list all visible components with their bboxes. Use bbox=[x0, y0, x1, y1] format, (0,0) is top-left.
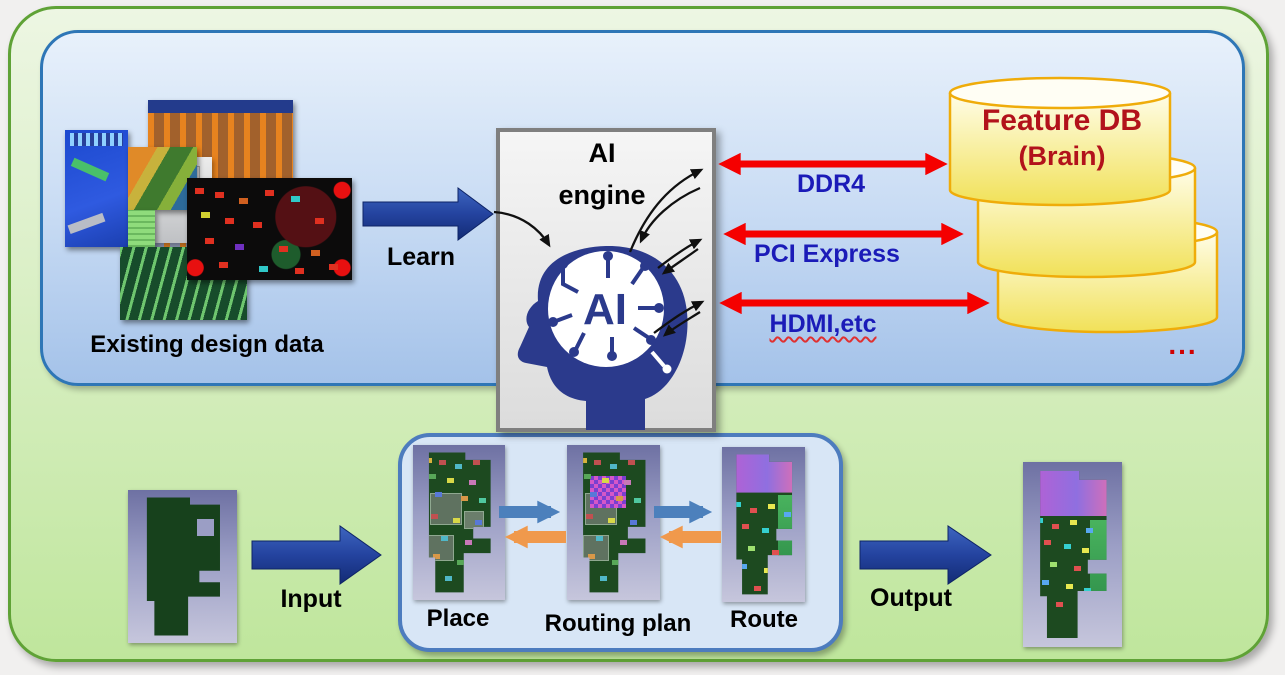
green-pcb-patch bbox=[128, 210, 155, 247]
routed-traces bbox=[736, 501, 741, 507]
existing-design-data-label: Existing design data bbox=[90, 331, 324, 358]
board-outline bbox=[736, 454, 793, 595]
pcb-components bbox=[195, 188, 204, 194]
route-stage-label: Route bbox=[730, 606, 798, 633]
pci-express-label: PCI Express bbox=[754, 240, 900, 268]
black-pcb-image bbox=[187, 178, 352, 280]
more-databases-ellipsis: ... bbox=[1168, 329, 1198, 360]
blue-pcb-image bbox=[65, 130, 128, 247]
chip bbox=[430, 492, 463, 525]
pcb-component bbox=[67, 213, 105, 235]
components bbox=[428, 457, 433, 463]
board-outline bbox=[583, 452, 646, 593]
ai-engine-title-line2: engine bbox=[558, 180, 646, 210]
place-stage-label: Place bbox=[426, 605, 490, 632]
chip bbox=[464, 510, 485, 529]
pcb-connector bbox=[70, 133, 123, 146]
multicolor-pcb-image bbox=[128, 147, 197, 210]
routing-plan-stage-label: Routing plan bbox=[544, 610, 692, 637]
chip bbox=[428, 534, 455, 561]
learn-label: Learn bbox=[386, 243, 456, 271]
routed-traces bbox=[1040, 517, 1043, 523]
input-board-image bbox=[128, 490, 237, 643]
routing-plan-stage-image bbox=[567, 445, 660, 600]
board-outline bbox=[428, 452, 491, 593]
output-board-image bbox=[1023, 462, 1122, 647]
pcb-trace bbox=[71, 157, 110, 182]
route-stage-image bbox=[722, 447, 805, 602]
place-stage-image bbox=[413, 445, 505, 600]
ddr4-label: DDR4 bbox=[796, 170, 866, 198]
ai-engine-title-line1: AI bbox=[588, 138, 616, 168]
chip bbox=[583, 534, 609, 561]
feature-db-subtitle: (Brain) bbox=[1018, 141, 1106, 171]
output-label: Output bbox=[870, 584, 952, 612]
feature-db-title: Feature DB bbox=[981, 104, 1143, 137]
hdmi-label: HDMI,etc bbox=[769, 310, 877, 338]
routing-plan-overlay bbox=[589, 475, 626, 508]
board-outline bbox=[146, 497, 220, 636]
components bbox=[583, 457, 587, 463]
board-outline bbox=[1040, 471, 1107, 638]
input-label: Input bbox=[280, 585, 342, 613]
ai-engine-box bbox=[496, 128, 716, 432]
board-hole bbox=[196, 519, 215, 537]
